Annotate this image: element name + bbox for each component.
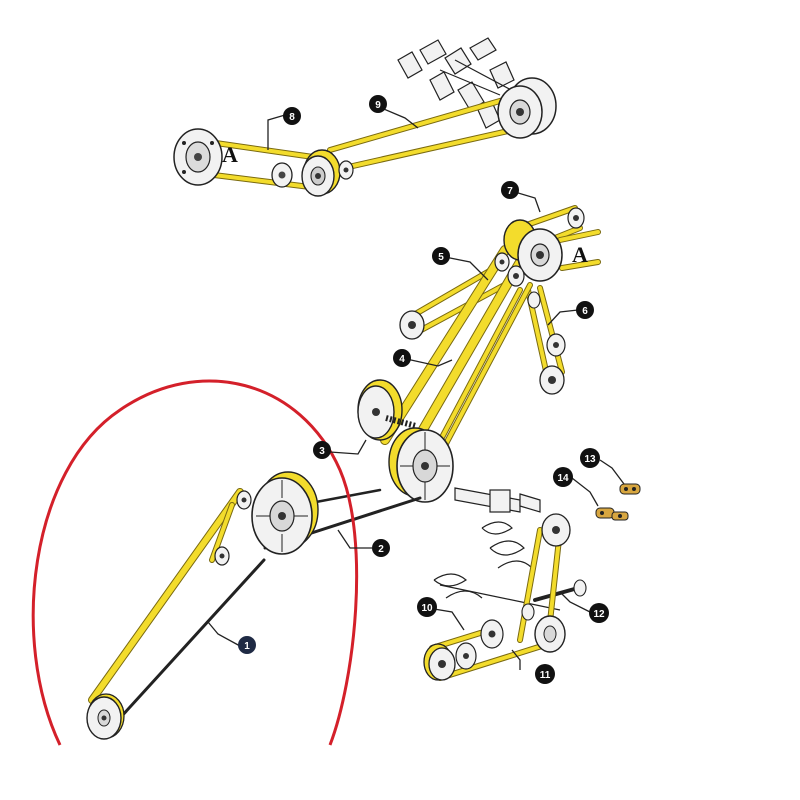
svg-text:7: 7: [507, 186, 513, 197]
bottom-right-assembly: [423, 483, 641, 681]
top-assembly: A: [173, 37, 557, 197]
callout-leaders: [207, 103, 625, 670]
svg-text:8: 8: [289, 112, 295, 123]
svg-text:10: 10: [421, 603, 433, 614]
shaft-icon: [454, 487, 541, 513]
svg-text:11: 11: [540, 670, 551, 681]
pulley-icon: [541, 513, 571, 547]
pulley-icon: [301, 149, 341, 197]
callout-3[interactable]: 3: [313, 441, 331, 459]
pulley-icon: [357, 379, 417, 441]
middle-assembly: A: [357, 205, 601, 513]
belt-1: [88, 488, 266, 720]
pulley-icon: [271, 162, 293, 188]
svg-text:6: 6: [582, 306, 588, 317]
svg-text:13: 13: [584, 454, 596, 465]
belt-4: [380, 245, 533, 463]
callout-5[interactable]: 5: [432, 247, 450, 265]
belt-a-right: [557, 229, 601, 271]
pulley-icon: [423, 615, 566, 681]
pulley-icon: [521, 579, 587, 621]
pulley-icon: [494, 252, 525, 287]
highlight-ring: [31, 379, 359, 746]
pulley-icon: [173, 128, 223, 186]
callout-1[interactable]: 1: [238, 636, 256, 654]
section-label-a-top: A: [222, 142, 238, 167]
svg-text:3: 3: [319, 446, 325, 457]
pulley-icon: [86, 693, 125, 740]
pulley-icon: [503, 219, 563, 282]
callout-11[interactable]: 11: [535, 664, 555, 684]
svg-text:5: 5: [438, 252, 444, 263]
callout-9[interactable]: 9: [369, 95, 387, 113]
callout-8[interactable]: 8: [283, 107, 301, 125]
callout-badges: 8 9 7 5 6 4 3 2: [238, 95, 609, 684]
pulley-icon: [214, 490, 252, 566]
highlighted-assembly: [31, 379, 422, 746]
svg-text:1: 1: [244, 641, 250, 652]
auger-icon: [433, 521, 561, 611]
chain-link-icon: [619, 483, 641, 495]
chain-link-icon: [595, 507, 629, 521]
callout-13[interactable]: 13: [580, 448, 600, 468]
pulley-icon: [567, 207, 585, 229]
pulley-icon: [399, 310, 425, 340]
pulley-icon: [388, 427, 454, 503]
callout-14[interactable]: 14: [553, 467, 573, 487]
svg-text:12: 12: [593, 609, 605, 620]
callout-12[interactable]: 12: [589, 603, 609, 623]
callout-4[interactable]: 4: [393, 349, 411, 367]
pulley-icon: [527, 291, 566, 395]
svg-text:9: 9: [375, 100, 381, 111]
svg-text:4: 4: [399, 354, 405, 365]
callout-7[interactable]: 7: [501, 181, 519, 199]
pulley-icon: [338, 160, 354, 180]
callout-2[interactable]: 2: [372, 539, 390, 557]
svg-text:14: 14: [557, 473, 569, 484]
section-label-a-right: A: [572, 242, 588, 267]
pulley-icon: [251, 471, 319, 555]
upper-machinery-icon: [397, 37, 531, 129]
callout-6[interactable]: 6: [576, 301, 594, 319]
svg-text:2: 2: [378, 544, 384, 555]
pulley-icon: [497, 77, 557, 139]
belt-12: [533, 586, 580, 602]
callout-10[interactable]: 10: [417, 597, 437, 617]
